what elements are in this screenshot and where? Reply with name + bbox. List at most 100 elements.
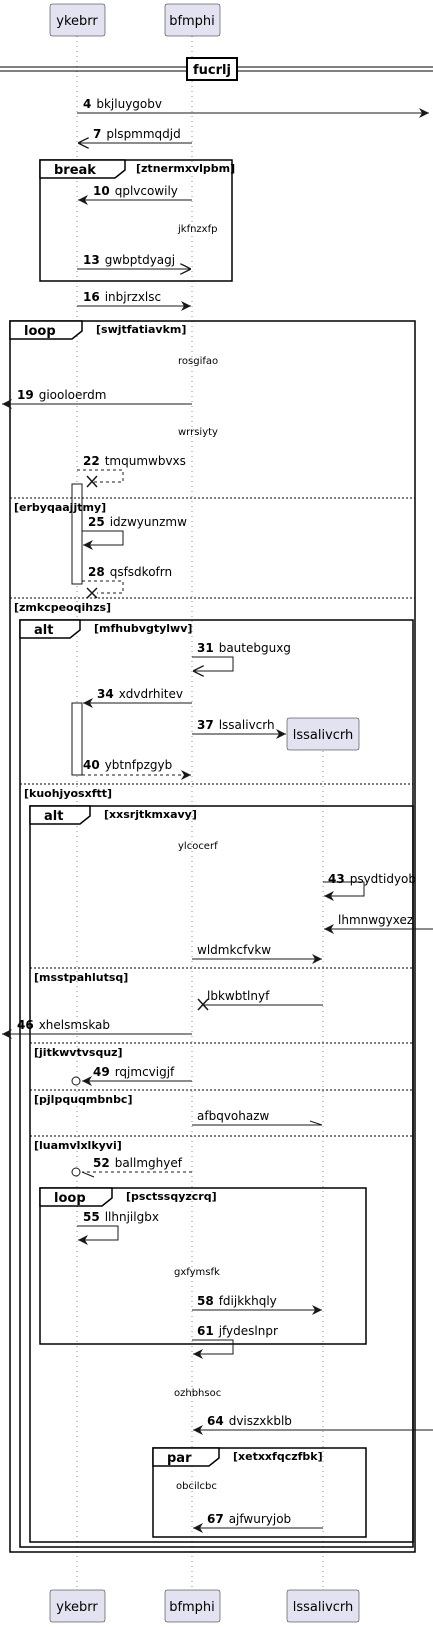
svg-text:bfmphi: bfmphi: [169, 14, 215, 29]
svg-text:fucrlj: fucrlj: [193, 63, 231, 78]
divider-fucrlj: fucrlj: [0, 57, 433, 81]
participant-lssalivcrh-created: lssalivcrh: [286, 717, 360, 751]
svg-text:[pjlpquqmbnbc]: [pjlpquqmbnbc]: [34, 1093, 132, 1106]
note-gxfymsfk: gxfymsfk: [174, 1267, 220, 1278]
svg-text:afbqvohazw: afbqvohazw: [197, 1109, 270, 1123]
section-luamvlxlkyvi: [luamvlxlkyvi]: [30, 1135, 413, 1152]
svg-text:[swjtfatiavkm]: [swjtfatiavkm]: [96, 323, 186, 336]
message-lhmnwgyxez: lhmnwgyxez: [324, 913, 433, 934]
participant-ykebrr-top: ykebrr: [49, 3, 106, 37]
frame-break: break [ztnermxvlpbm]: [39, 159, 235, 282]
frame-par: par [xetxxfqczfbk]: [152, 1447, 367, 1538]
section-pjlpquqmbnbc: [pjlpquqmbnbc]: [30, 1089, 413, 1106]
svg-text:lhmnwgyxez: lhmnwgyxez: [338, 913, 413, 927]
svg-text:lssalivcrh: lssalivcrh: [293, 728, 354, 743]
participant-bfmphi-bottom: bfmphi: [164, 1589, 221, 1623]
svg-text:lssalivcrh: lssalivcrh: [293, 1600, 354, 1615]
message-afbqvohazw: afbqvohazw: [192, 1109, 323, 1126]
svg-text:[kuohjyosxftt]: [kuohjyosxftt]: [24, 787, 112, 800]
svg-text:wldmkcfvkw: wldmkcfvkw: [197, 943, 271, 957]
svg-text:[psctssqyzcrq]: [psctssqyzcrq]: [126, 1190, 217, 1203]
note-ozhbhsoc: ozhbhsoc: [174, 1388, 221, 1399]
svg-text:bfmphi: bfmphi: [169, 1600, 215, 1615]
note-wrrsiyty: wrrsiyty: [178, 427, 218, 438]
note-ylcocerf: ylcocerf: [178, 841, 218, 852]
svg-text:loop: loop: [54, 1191, 86, 1206]
frame-alt-inner: alt [xxsrjtkmxavy]: [29, 805, 414, 1543]
activation-ykebrr-1: [71, 483, 83, 585]
participant-ykebrr-bottom: ykebrr: [49, 1589, 106, 1623]
svg-text:alt: alt: [44, 809, 63, 824]
svg-text:alt: alt: [34, 623, 53, 638]
frame-loop-outer: loop [swjtfatiavkm]: [9, 320, 416, 1553]
frame-loop-inner: loop [psctssqyzcrq]: [39, 1187, 367, 1345]
svg-text:lbkwbtlnyf: lbkwbtlnyf: [207, 989, 270, 1003]
participant-bfmphi-top: bfmphi: [164, 3, 221, 37]
svg-text:[jitkwvtvsquz]: [jitkwvtvsquz]: [34, 1046, 123, 1059]
note-jkfnzxfp: jkfnzxfp: [177, 224, 217, 235]
message-wldmkcfvkw: wldmkcfvkw: [192, 943, 322, 964]
participant-lssalivcrh-bottom: lssalivcrh: [286, 1589, 360, 1623]
svg-text:loop: loop: [24, 324, 56, 339]
section-jitkwvtvsquz: [jitkwvtvsquz]: [30, 1042, 413, 1059]
svg-text:ykebrr: ykebrr: [56, 14, 98, 29]
svg-text:[xetxxfqczfbk]: [xetxxfqczfbk]: [233, 1450, 323, 1463]
svg-text:par: par: [167, 1451, 192, 1466]
section-zmkcpeoqihzs: [zmkcpeoqihzs]: [10, 597, 415, 614]
svg-text:ykebrr: ykebrr: [56, 1600, 98, 1615]
svg-text:[mfhubvgtylwv]: [mfhubvgtylwv]: [94, 622, 192, 635]
svg-text:[msstpahlutsq]: [msstpahlutsq]: [34, 971, 128, 984]
section-kuohjyosxftt: [kuohjyosxftt]: [20, 783, 413, 800]
activation-ykebrr-2: [71, 702, 83, 776]
svg-text:[luamvlxlkyvi]: [luamvlxlkyvi]: [34, 1139, 122, 1152]
note-obcilcbc: obcilcbc: [176, 1481, 217, 1492]
svg-text:[zmkcpeoqihzs]: [zmkcpeoqihzs]: [14, 601, 111, 614]
svg-text:break: break: [54, 163, 96, 178]
note-rosgifao: rosgifao: [178, 356, 218, 367]
svg-text:[ztnermxvlpbm]: [ztnermxvlpbm]: [136, 162, 235, 175]
section-msstpahlutsq: [msstpahlutsq]: [30, 967, 413, 984]
section-erbyqaajjtmy: [erbyqaajjtmy]: [10, 497, 415, 514]
